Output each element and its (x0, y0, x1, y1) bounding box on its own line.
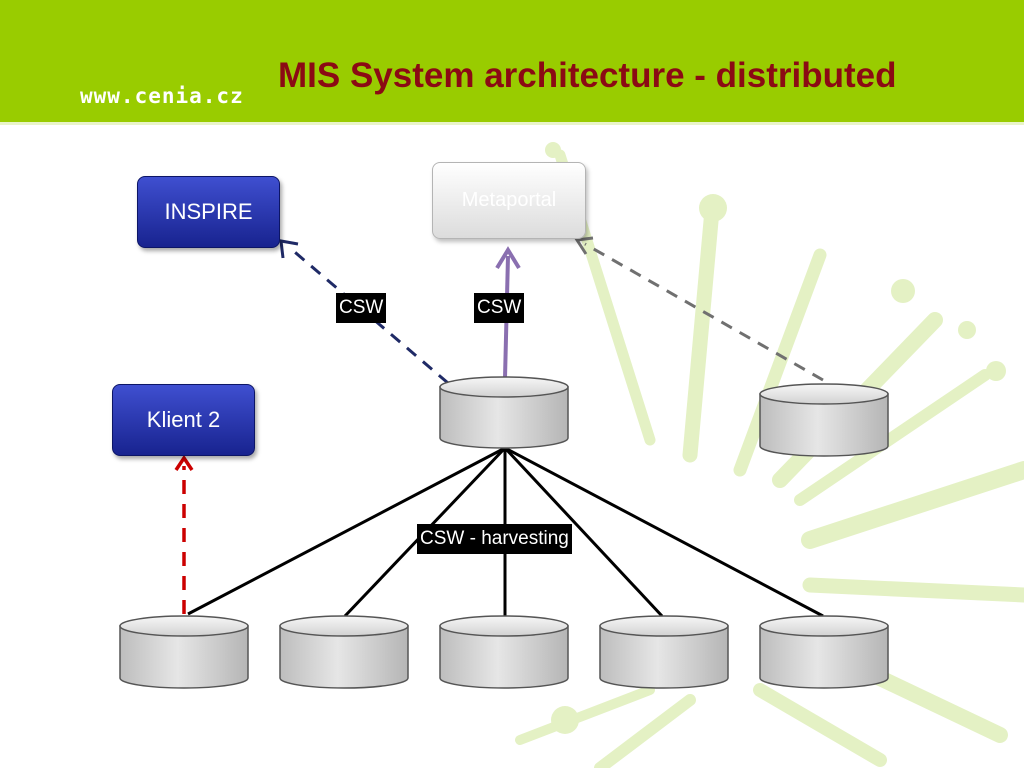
metaportal-node: Metaportal (432, 162, 586, 239)
central-database-icon (439, 376, 569, 449)
csw-center-label: CSW (474, 293, 525, 323)
csw-left-label: CSW (336, 293, 387, 323)
csw-harvesting-label: CSW - harvesting (417, 524, 572, 554)
site-logo: www.cenia.cz (80, 84, 244, 108)
database-icon-5 (759, 615, 889, 689)
metaportal-label: Metaportal (461, 189, 557, 211)
inspire-node: INSPIRE (137, 176, 280, 248)
database-icon-4 (599, 615, 729, 689)
right-database-icon (759, 383, 889, 457)
klient2-node: Klient 2 (112, 384, 255, 456)
header-bar (0, 0, 1024, 122)
harvesting-lines (187, 446, 824, 618)
gray-arrow (574, 236, 824, 382)
database-icon-2 (279, 615, 409, 689)
database-icon-1 (119, 615, 249, 689)
klient2-label: Klient 2 (146, 407, 221, 432)
page-title: MIS System architecture - distributed (278, 56, 897, 95)
header-divider (0, 122, 1024, 125)
database-icon-3 (439, 615, 569, 689)
red-arrow (174, 454, 194, 614)
csw-inspire-arrow (279, 239, 449, 385)
inspire-label: INSPIRE (164, 199, 253, 224)
